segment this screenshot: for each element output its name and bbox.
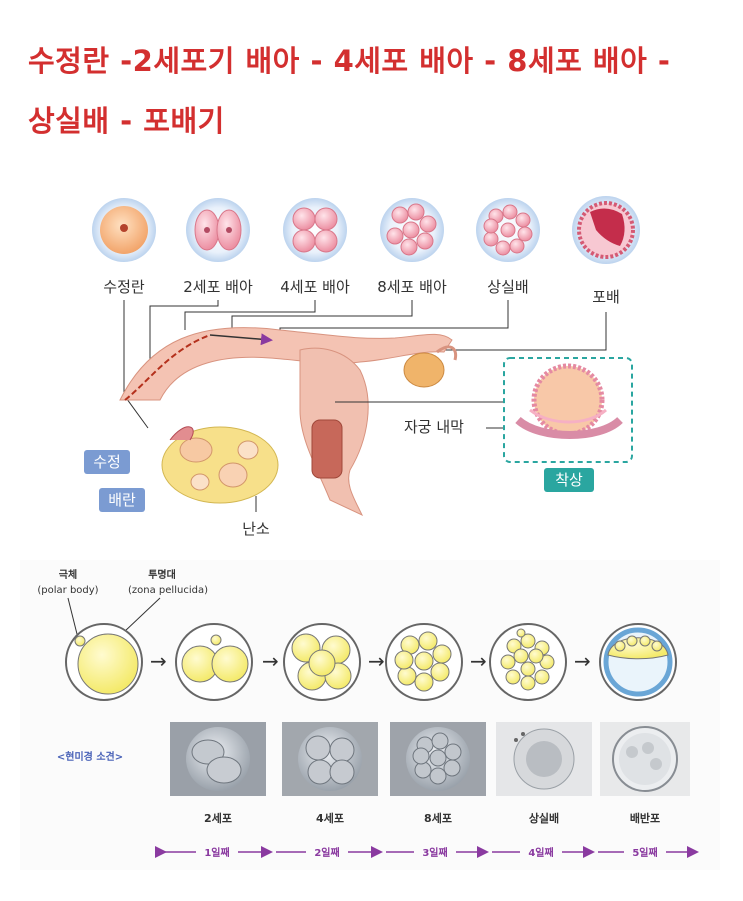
day-labels: 1일째 2일째 3일째 4일째 5일째 (204, 846, 657, 859)
page-title-line2: 상실배 - 포배기 (28, 104, 225, 138)
fertilization-label: 수정 (93, 453, 121, 471)
day-3-label: 3일째 (422, 846, 447, 859)
eight-cell-embryo-icon (380, 198, 444, 262)
bottom-panel (20, 560, 720, 870)
schematic-zygote (65, 623, 143, 701)
bottom-stage-labels: 2세포 4세포 8세포 상실배 배반포 (204, 811, 660, 825)
ovary-illustration (161, 426, 279, 504)
bottom-stage-8cell: 8세포 (424, 811, 452, 825)
polar-body-title: 극체 (59, 568, 77, 581)
schematic-blastocyst (599, 623, 677, 701)
photo-blastocyst (600, 722, 690, 796)
bottom-stage-2cell: 2세포 (204, 811, 232, 825)
photo-8cell (390, 722, 486, 796)
top-stage-labels: 수정란 2세포 배아 4세포 배아 8세포 배아 상실배 포배 (103, 278, 620, 306)
morula-icon (476, 198, 540, 262)
photo-4cell (282, 722, 378, 796)
stage-label-zygote: 수정란 (103, 278, 145, 296)
schematic-2cell (175, 623, 253, 701)
four-cell-embryo-icon (283, 198, 347, 262)
microscope-label: <현미경 소견> (57, 750, 123, 763)
polar-body-label: 극체 (polar body) (37, 568, 98, 596)
stage-label-8cell: 8세포 배아 (377, 278, 447, 296)
schematic-morula (489, 623, 567, 701)
arrow-icon: → (470, 649, 487, 673)
stage-label-morula: 상실배 (487, 278, 528, 296)
polar-body-leader (67, 597, 79, 639)
bottom-stage-blastocyst: 배반포 (630, 811, 660, 825)
two-cell-embryo-icon (186, 198, 250, 262)
zygote-icon (92, 198, 156, 262)
stage-label-4cell: 4세포 배아 (280, 278, 350, 296)
zona-title: 투명대 (148, 568, 176, 581)
schematic-cells: → → → → (65, 623, 677, 701)
photo-2cell (170, 722, 266, 796)
zona-subtitle: (zona pellucida) (128, 585, 208, 596)
endometrium-label: 자궁 내막 (404, 418, 464, 436)
zona-label: 투명대 (zona pellucida) (128, 568, 208, 596)
schematic-8cell (385, 623, 463, 701)
implantation-label: 착상 (555, 471, 583, 489)
ovulation-label: 배란 (108, 491, 136, 509)
blastocyst-icon (572, 196, 640, 264)
ovulation-badge: 배란 (99, 488, 145, 512)
polar-body-subtitle: (polar body) (37, 585, 98, 596)
arrow-icon: → (262, 649, 279, 673)
implantation-badge: 착상 (544, 468, 594, 492)
ovary-label: 난소 (242, 520, 270, 538)
schematic-4cell (283, 623, 361, 701)
day-5-label: 5일째 (632, 846, 657, 859)
implantation-box (503, 357, 633, 463)
fertilization-badge: 수정 (84, 450, 130, 474)
arrow-icon: → (574, 649, 591, 673)
page-title-line1: 수정란 -2세포기 배아 - 4세포 배아 - 8세포 배아 - (28, 44, 671, 78)
day-2-label: 2일째 (314, 846, 339, 859)
day-1-label: 1일째 (204, 846, 229, 859)
zona-leader (123, 597, 161, 633)
reproductive-tract-illustration (119, 327, 458, 517)
microscope-photos (170, 722, 690, 796)
top-stage-icons (92, 196, 640, 264)
stage-label-2cell: 2세포 배아 (183, 278, 253, 296)
photo-morula (496, 722, 592, 796)
stage-label-blastocyst: 포배 (592, 288, 620, 306)
day-4-label: 4일째 (528, 846, 553, 859)
arrow-icon: → (150, 649, 167, 673)
bottom-stage-morula: 상실배 (529, 811, 559, 825)
bottom-stage-4cell: 4세포 (316, 811, 344, 825)
arrow-icon: → (368, 649, 385, 673)
